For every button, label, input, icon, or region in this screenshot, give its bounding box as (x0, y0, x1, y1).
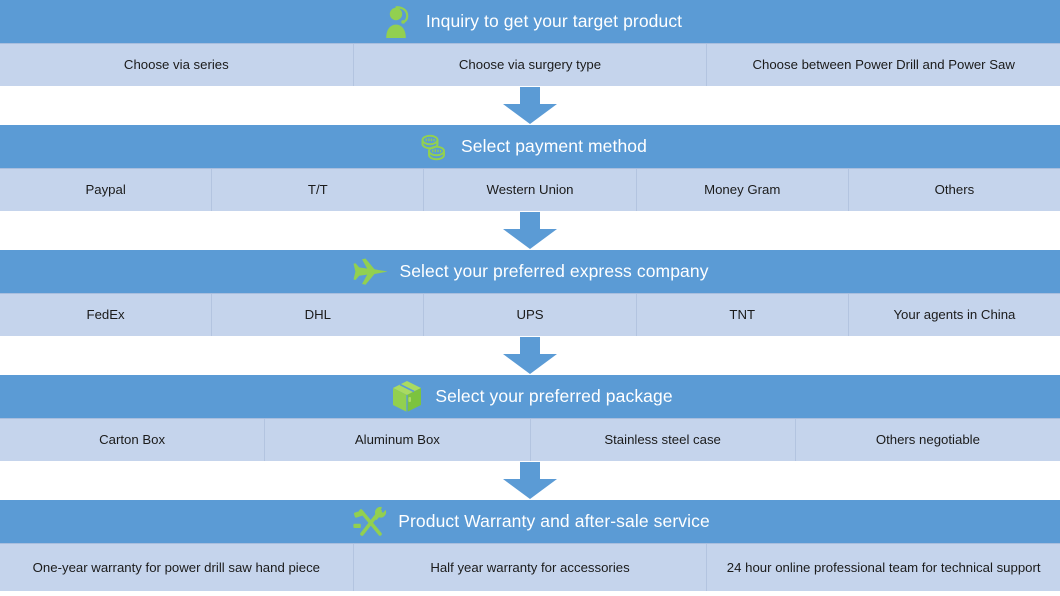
hammer-wrench-tools-icon (350, 501, 390, 543)
connector-4 (0, 461, 1060, 500)
option-item[interactable]: Paypal (0, 169, 213, 211)
stage-options-payment: Paypal T/T Western Union Money Gram Othe… (0, 168, 1060, 211)
stage-express: Select your preferred express company Fe… (0, 250, 1060, 336)
option-item[interactable]: Choose via series (0, 44, 354, 86)
option-item[interactable]: Aluminum Box (265, 419, 531, 461)
stage-header-warranty: Product Warranty and after-sale service (0, 500, 1060, 543)
option-item[interactable]: Carton Box (0, 419, 266, 461)
connector-1 (0, 86, 1060, 125)
stage-payment: Select payment method Paypal T/T Western… (0, 125, 1060, 211)
stage-title: Select your preferred express company (399, 261, 709, 281)
option-item[interactable]: Your agents in China (893, 307, 1016, 323)
option-item[interactable]: T/T (212, 169, 425, 211)
down-arrow-icon (503, 461, 557, 499)
stage-package: Select your preferred package Carton Box… (0, 375, 1060, 461)
option-item[interactable]: Others negotiable (875, 432, 980, 448)
option-item[interactable]: 24 hour online professional team for tec… (726, 559, 1041, 575)
stage-title: Inquiry to get your target product (425, 11, 683, 31)
option-item[interactable]: One-year warranty for power drill saw ha… (0, 544, 354, 591)
option-item[interactable]: FedEx (0, 294, 213, 336)
coins-icon (413, 126, 453, 168)
stage-options-inquiry: Choose via series Choose via surgery typ… (0, 43, 1060, 86)
stage-header-inquiry: Inquiry to get your target product (0, 0, 1060, 43)
down-arrow-icon (503, 211, 557, 249)
option-item[interactable]: Stainless steel case (531, 419, 796, 461)
option-item[interactable]: Money Gram (637, 169, 849, 211)
package-box-icon (387, 376, 427, 418)
stage-header-payment: Select payment method (0, 125, 1060, 168)
stage-title: Select payment method (461, 136, 647, 156)
option-item[interactable]: Choose between Power Drill and Power Saw (752, 57, 1015, 73)
down-arrow-icon (503, 86, 557, 124)
stage-title: Product Warranty and after-sale service (398, 511, 710, 531)
stage-header-express: Select your preferred express company (0, 250, 1060, 293)
option-item[interactable]: DHL (212, 294, 425, 336)
stage-title: Select your preferred package (435, 386, 673, 406)
stage-options-warranty: One-year warranty for power drill saw ha… (0, 543, 1060, 591)
airplane-icon (351, 251, 391, 293)
option-item[interactable]: Choose via surgery type (354, 44, 708, 86)
stage-header-package: Select your preferred package (0, 375, 1060, 418)
stage-options-package: Carton Box Aluminum Box Stainless steel … (0, 418, 1060, 461)
option-item[interactable]: TNT (637, 294, 849, 336)
stage-options-express: FedEx DHL UPS TNT Your agents in China (0, 293, 1060, 336)
option-item[interactable]: Half year warranty for accessories (354, 544, 708, 591)
customer-service-person-icon (378, 1, 418, 43)
option-item[interactable]: Western Union (424, 169, 637, 211)
connector-3 (0, 336, 1060, 375)
option-item[interactable]: Others (934, 182, 975, 198)
down-arrow-icon (503, 336, 557, 374)
stage-warranty: Product Warranty and after-sale service … (0, 500, 1060, 591)
stage-inquiry: Inquiry to get your target product Choos… (0, 0, 1060, 86)
option-item[interactable]: UPS (424, 294, 637, 336)
connector-2 (0, 211, 1060, 250)
